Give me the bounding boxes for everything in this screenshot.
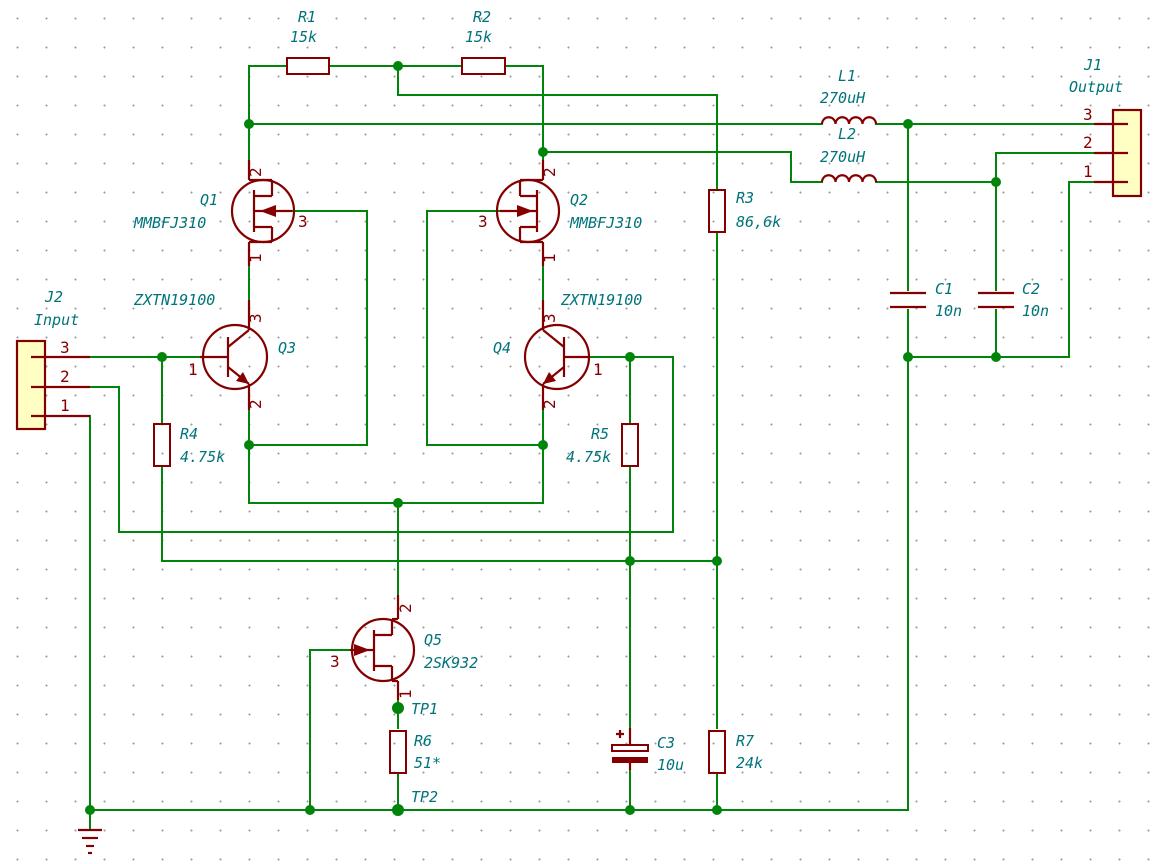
q3-pin1: 1 — [188, 360, 198, 379]
j1-pin2: 2 — [1083, 133, 1093, 152]
r3-value: 86,6k — [736, 213, 781, 231]
r2-value: 15k — [465, 28, 492, 46]
r4-ref: R4 — [180, 425, 198, 443]
testpoint-tp1: TP1 — [392, 700, 438, 718]
j2-ref: J2 — [44, 288, 63, 306]
resistor-r3: R3 86,6k — [708, 189, 781, 233]
q5-ref: Q5 — [424, 631, 442, 649]
junctions — [85, 61, 1001, 815]
tp2-ref: TP2 — [411, 788, 438, 806]
transistor-q4: 3 2 1 Q4 ZXTN19100 — [493, 291, 642, 410]
j1-ref: J1 — [1083, 56, 1102, 74]
j2-value: Input — [34, 311, 79, 329]
q5-pin2: 2 — [396, 603, 415, 613]
testpoint-tp2: TP2 — [392, 788, 438, 816]
q1-pin2: 2 — [246, 167, 265, 177]
q3-pin2: 2 — [246, 399, 265, 409]
transistor-q3: 3 2 1 Q3 ZXTN19100 — [133, 291, 296, 410]
c2-value: 10n — [1022, 302, 1049, 320]
wires — [89, 65, 1095, 829]
q4-pin2: 2 — [540, 399, 559, 409]
resistor-r5: R5 4.75k — [566, 423, 639, 467]
r6-ref: R6 — [414, 732, 432, 750]
q2-ref: Q2 — [570, 191, 588, 209]
transistor-q2: 2 1 3 Q2 MMBFJ310 — [478, 160, 642, 266]
r7-value: 24k — [736, 754, 763, 772]
c3-value: 10u — [657, 756, 684, 774]
r6-value: 51* — [414, 754, 441, 772]
r4-value: 4.75k — [180, 448, 225, 466]
c1-value: 10n — [935, 302, 962, 320]
r3-ref: R3 — [736, 189, 754, 207]
q4-pin1: 1 — [593, 360, 603, 379]
q2-pin1: 1 — [540, 253, 559, 263]
j2-pin2: 2 — [60, 367, 70, 386]
connector-j2: 3 2 1 J2 Input — [15, 288, 90, 431]
q5-pin3: 3 — [330, 652, 340, 671]
resistor-r1: R1 15k — [286, 8, 330, 75]
q1-value: MMBFJ310 — [133, 214, 206, 232]
c2-ref: C2 — [1022, 280, 1040, 298]
r7-ref: R7 — [736, 732, 754, 750]
ground-icon — [78, 828, 102, 855]
j1-pin3: 3 — [1083, 105, 1093, 124]
q4-pin3: 3 — [540, 313, 559, 323]
q1-pin3: 3 — [298, 212, 308, 231]
q2-value: MMBFJ310 — [569, 214, 642, 232]
l1-value: 270uH — [820, 89, 866, 107]
c3-ref: C3 — [657, 734, 675, 752]
connector-j1: 3 2 1 J1 Output — [1069, 56, 1143, 198]
resistor-r4: R4 4.75k — [153, 423, 225, 467]
l2-ref: L2 — [838, 125, 856, 143]
l2-value: 270uH — [820, 148, 866, 166]
j2-pin3: 3 — [60, 338, 70, 357]
q5-value: 2SK932 — [424, 654, 478, 672]
r5-ref: R5 — [591, 425, 609, 443]
r5-value: 4.75k — [566, 448, 611, 466]
q5-pin1: 1 — [396, 689, 415, 699]
capacitor-c3: C3 10u — [611, 728, 684, 774]
q4-value: ZXTN19100 — [560, 291, 642, 309]
q3-pin3: 3 — [246, 313, 265, 323]
r1-value: 15k — [290, 28, 317, 46]
r1-ref: R1 — [298, 8, 316, 26]
j1-value: Output — [1069, 78, 1123, 96]
resistor-r7: R7 24k — [708, 730, 763, 774]
c1-ref: C1 — [935, 280, 953, 298]
r2-ref: R2 — [473, 8, 491, 26]
tp1-ref: TP1 — [411, 700, 438, 718]
capacitor-c2: C2 10n — [978, 280, 1049, 320]
j2-pin1: 1 — [60, 396, 70, 415]
q1-ref: Q1 — [200, 191, 218, 209]
capacitor-c1: C1 10n — [890, 280, 962, 320]
q2-pin3: 3 — [478, 212, 488, 231]
q4-ref: Q4 — [493, 339, 511, 357]
inductor-l2: L2 270uH — [820, 125, 878, 183]
q2-pin2: 2 — [540, 167, 559, 177]
resistor-r2: R2 15k — [461, 8, 506, 75]
resistor-r6: R6 51* — [389, 730, 441, 774]
l1-ref: L1 — [838, 67, 856, 85]
q3-ref: Q3 — [278, 339, 296, 357]
transistor-q1: 2 1 3 Q1 MMBFJ310 — [133, 160, 308, 266]
transistor-q5: 2 1 3 Q5 2SK932 — [330, 595, 478, 700]
j1-pin1: 1 — [1083, 162, 1093, 181]
q1-pin1: 1 — [246, 253, 265, 263]
q3-value: ZXTN19100 — [133, 291, 215, 309]
inductor-l1: L1 270uH — [820, 67, 878, 125]
